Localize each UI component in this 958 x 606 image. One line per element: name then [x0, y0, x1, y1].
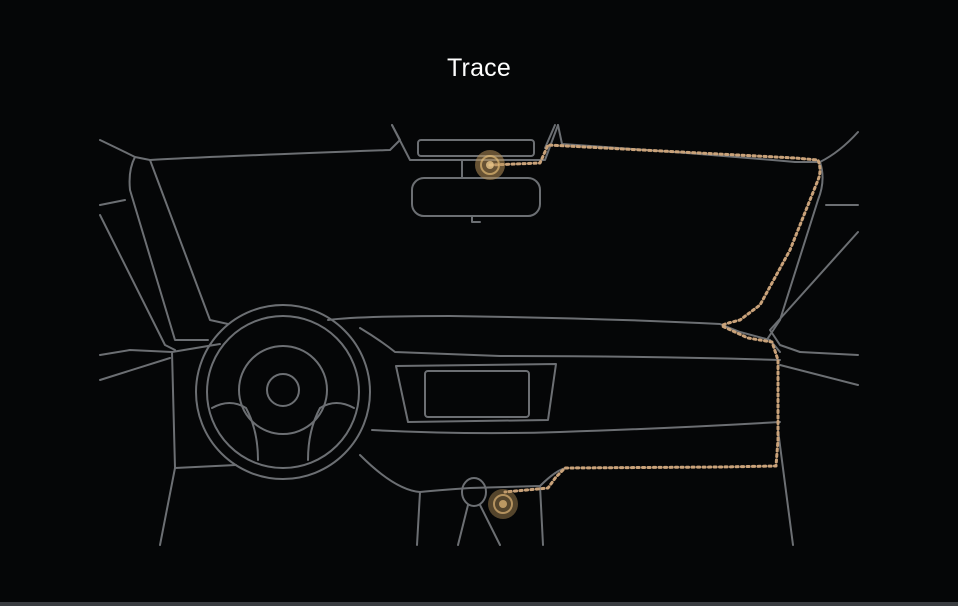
right-door-line: [779, 351, 859, 386]
mirror-stem: [461, 159, 481, 223]
left-a-pillar-inner: [149, 159, 229, 325]
tunnel-left: [416, 491, 421, 546]
rearview-mirror: [411, 177, 541, 217]
steering-spoke-right: [307, 402, 355, 461]
dashboard-left-edge: [171, 351, 237, 469]
steering-wheel-inner: [206, 315, 360, 469]
page-title: Trace: [447, 54, 511, 82]
right-a-pillar-inner: [769, 204, 859, 353]
dashcam-marker: [475, 150, 505, 180]
center-console-bezel: [395, 363, 557, 423]
mirror-housing: [417, 139, 535, 157]
dashboard-front: [171, 327, 781, 361]
steering-wheel-outer: [195, 304, 371, 480]
power-socket-marker: [488, 489, 518, 519]
windshield-top-edge: [99, 124, 401, 161]
left-a-pillar: [128, 156, 209, 341]
right-console-side: [777, 429, 794, 546]
steering-spoke-left: [211, 402, 259, 461]
steering-hub-outer: [238, 345, 328, 435]
left-pillar-edge: [99, 199, 176, 351]
tunnel-right: [539, 485, 544, 546]
dashboard-lower: [371, 421, 781, 435]
gear-shaft: [457, 504, 501, 546]
gear-knob: [461, 477, 487, 507]
bottom-divider: [0, 602, 958, 606]
dashboard-top: [327, 315, 781, 353]
left-door-line: [99, 349, 173, 381]
steering-hub-inner: [266, 373, 300, 407]
windshield-top-edge-right: [544, 124, 859, 163]
wire-trace-path: [488, 143, 822, 494]
center-tunnel: [359, 454, 567, 493]
center-display: [424, 370, 530, 418]
left-seat-line: [159, 467, 176, 546]
right-a-pillar: [767, 161, 824, 339]
